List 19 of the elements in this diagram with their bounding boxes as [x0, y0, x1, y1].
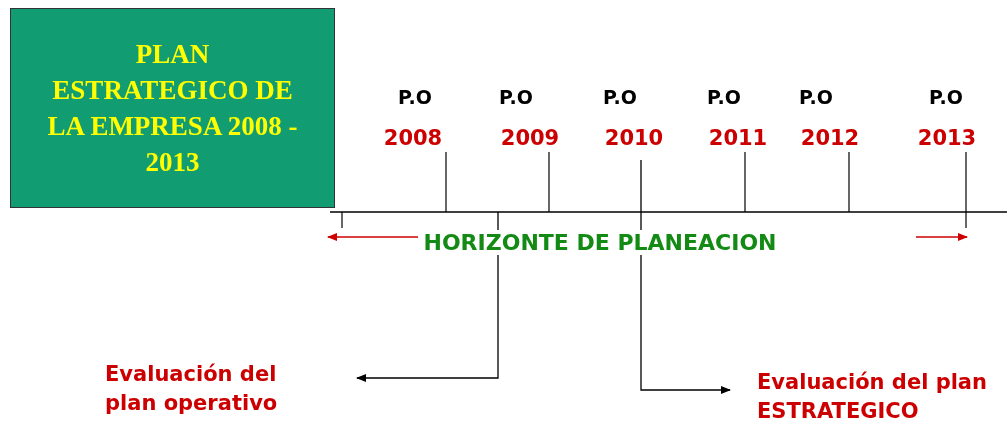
period-label: P.O — [499, 86, 533, 108]
year-label: 2010 — [604, 126, 664, 150]
period-label: P.O — [799, 86, 833, 108]
year-label: 2013 — [917, 126, 977, 150]
period-label: P.O — [929, 86, 963, 108]
leader-line — [356, 211, 499, 382]
annotation-text: Evaluación del plan operativo — [105, 360, 357, 418]
period-label: P.O — [603, 86, 637, 108]
leader-line — [640, 159, 731, 394]
annotation-text: Evaluación del plan ESTRATEGICO — [730, 368, 1007, 426]
period-label: P.O — [398, 86, 432, 108]
box-title: PLAN ESTRATEGICO DE LA EMPRESA 2008 - 2013 — [46, 38, 299, 179]
year-label: 2009 — [500, 126, 560, 150]
axis-label: HORIZONTE DE PLANEACION — [423, 230, 777, 255]
year-label: 2008 — [383, 126, 443, 150]
year-label: 2011 — [708, 126, 768, 150]
period-label: P.O — [707, 86, 741, 108]
title-box — [10, 8, 335, 208]
year-label: 2012 — [800, 126, 860, 150]
